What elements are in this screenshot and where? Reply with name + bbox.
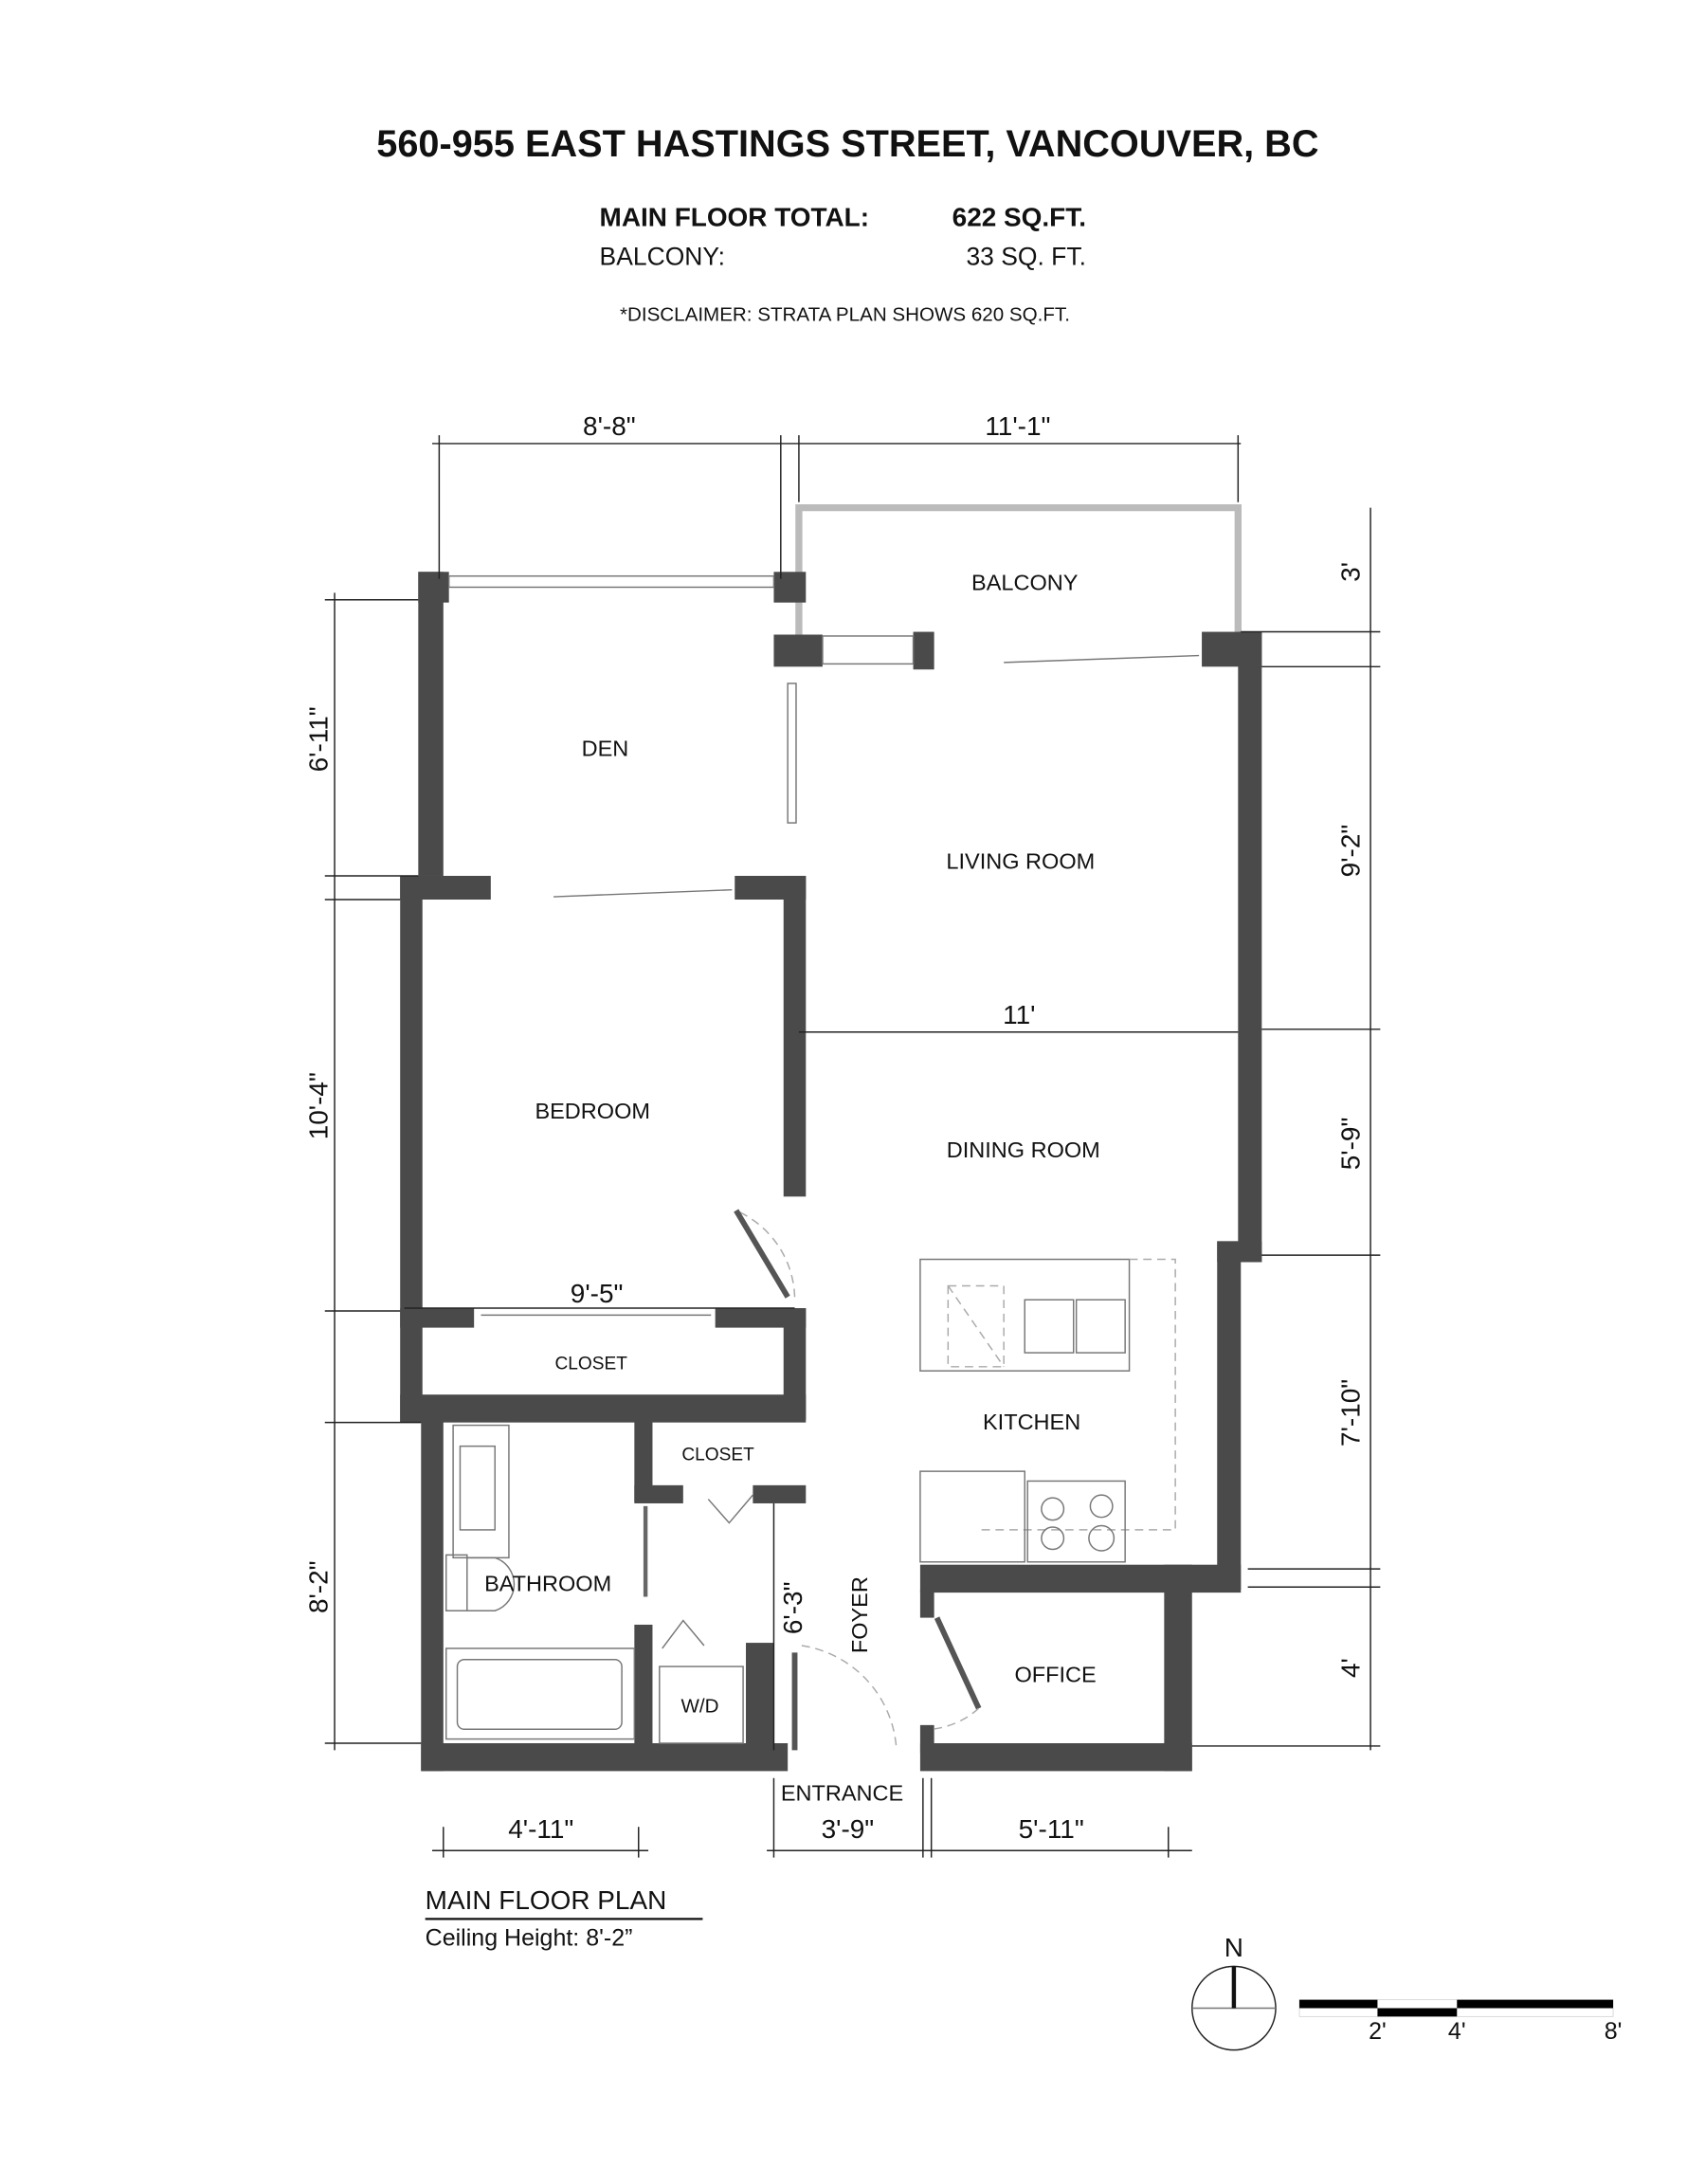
dim-left-bath: 8'-2"	[304, 1560, 334, 1613]
dim-right-living: 9'-2"	[1335, 825, 1365, 878]
dim-left-den: 6'-11"	[304, 706, 334, 772]
dim-right-balcony: 3'	[1335, 562, 1365, 582]
dim-bedroom-width: 9'-5"	[571, 1279, 624, 1308]
dimension-lines	[324, 435, 1381, 1858]
address-title: 560-955 EAST HASTINGS STREET, VANCOUVER,…	[376, 123, 1318, 165]
room-wd: W/D	[680, 1696, 718, 1718]
ceiling-height: Ceiling Height: 8'-2”	[426, 1924, 633, 1951]
room-foyer: FOYER	[847, 1576, 872, 1653]
main-floor-value: 622 SQ.FT.	[952, 202, 1086, 231]
room-bathroom: BATHROOM	[484, 1572, 611, 1596]
balcony-label: BALCONY:	[600, 243, 725, 271]
room-bedroom: BEDROOM	[535, 1099, 650, 1123]
room-den: DEN	[582, 736, 629, 760]
room-living: LIVING ROOM	[946, 849, 1095, 874]
dim-top-right: 11'-1"	[985, 411, 1050, 441]
dim-right-office: 4'	[1335, 1658, 1365, 1678]
dim-living-width: 11'	[1003, 1000, 1035, 1029]
svg-text:N: N	[1224, 1933, 1243, 1962]
scale-tick-8: 8'	[1605, 2018, 1623, 2045]
dim-bottom-office: 5'-11"	[1019, 1814, 1084, 1844]
room-balcony: BALCONY	[971, 570, 1079, 594]
scale-bar: 2' 4' 8'	[1298, 1999, 1623, 2045]
scale-tick-2: 2'	[1369, 2018, 1387, 2045]
north-arrow-icon: N	[1191, 1933, 1277, 2051]
dim-top-left: 8'-8"	[583, 411, 636, 441]
room-office: OFFICE	[1014, 1662, 1096, 1686]
disclaimer: *DISCLAIMER: STRATA PLAN SHOWS 620 SQ.FT…	[620, 303, 1070, 325]
room-closet-bedroom: CLOSET	[555, 1355, 628, 1374]
room-closet-hall: CLOSET	[681, 1445, 754, 1465]
walls	[400, 572, 1262, 1772]
room-kitchen: KITCHEN	[983, 1410, 1080, 1434]
entrance-label: ENTRANCE	[781, 1780, 903, 1805]
plan-title: MAIN FLOOR PLAN	[426, 1885, 667, 1915]
main-floor-label: MAIN FLOOR TOTAL:	[600, 202, 870, 231]
balcony-railing	[795, 503, 1242, 635]
scale-tick-4: 4'	[1448, 2018, 1466, 2045]
dim-right-kitchen: 7'-10"	[1335, 1379, 1365, 1447]
balcony-value: 33 SQ. FT.	[966, 243, 1086, 271]
dim-foyer: 6'-3"	[778, 1581, 807, 1634]
dim-left-bedroom: 10'-4"	[304, 1072, 334, 1139]
dim-right-dining: 5'-9"	[1335, 1118, 1365, 1171]
windows-and-fixtures	[445, 574, 1200, 1751]
room-dining: DINING ROOM	[947, 1138, 1100, 1162]
dim-bottom-bath: 4'-11"	[508, 1814, 573, 1844]
dim-bottom-entrance: 3'-9"	[822, 1814, 875, 1844]
